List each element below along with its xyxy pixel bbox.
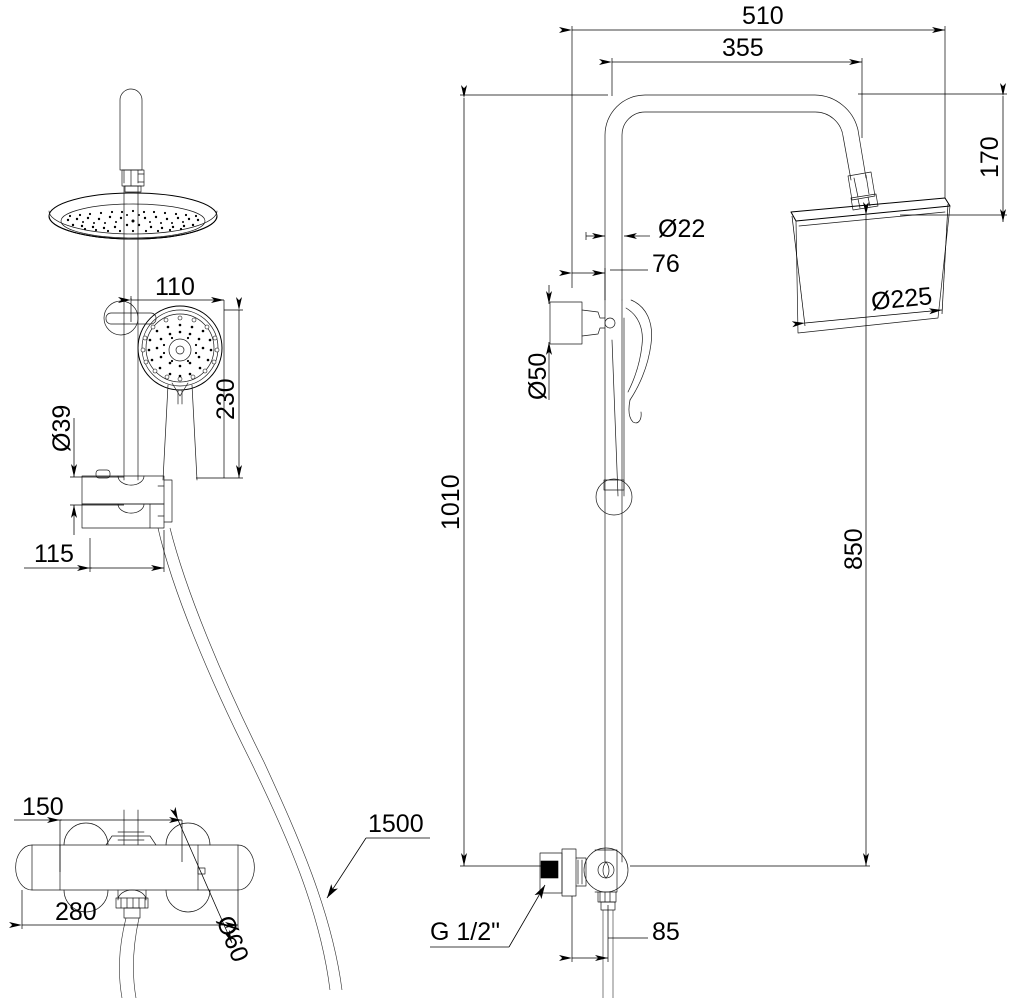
overhead-shower-head-front: [48, 192, 218, 240]
dim-850: 850: [630, 202, 870, 867]
dim-170: 170: [858, 83, 1007, 222]
hand-shower-front: [137, 305, 223, 481]
wall-mixer-side: [539, 847, 629, 998]
side-view-geometry: [539, 94, 951, 998]
dim-115: 115: [24, 530, 165, 572]
dim-dia225: Ø225: [791, 203, 949, 328]
dim-85-label: 85: [652, 918, 680, 946]
dim-510: 510: [559, 2, 946, 288]
dim-230: 230: [196, 297, 243, 479]
dim-dia60: Ø60: [170, 806, 254, 966]
riser-pipe-side: [604, 299, 623, 863]
dim-850-label: 850: [840, 528, 868, 570]
shower-arm-front: [119, 88, 143, 184]
dim-1010: 1010: [437, 85, 608, 867]
dim-115-label: 115: [34, 540, 74, 568]
dim-dia22-label: Ø22: [658, 215, 705, 243]
shower-hose-front: [157, 527, 343, 991]
arm-swivel-nut-front: [121, 169, 145, 193]
dim-76: 76: [559, 250, 680, 300]
dim-dia225-label: Ø225: [870, 282, 934, 316]
dim-dia50: Ø50: [524, 285, 552, 400]
callout-1500: 1500: [326, 810, 430, 899]
dim-170-label: 170: [976, 136, 1004, 178]
wall-mixer-front: [15, 809, 255, 998]
dim-280-label: 280: [55, 898, 97, 926]
riser-pipe-front: [123, 185, 139, 481]
dim-110: 110: [118, 273, 225, 478]
dim-280: 280: [9, 890, 239, 929]
dim-230-label: 230: [212, 378, 240, 420]
callout-1500-label: 1500: [368, 810, 424, 838]
dim-85: 85: [559, 896, 680, 962]
hand-shower-holder-front: [103, 300, 157, 336]
wall-bracket-side: [549, 301, 616, 345]
dim-76-label: 76: [652, 250, 680, 278]
dim-dia39: Ø39: [48, 405, 124, 535]
dim-355-label: 355: [722, 34, 764, 62]
dim-110-label: 110: [155, 273, 195, 301]
overhead-shower-head-side: [790, 197, 951, 334]
dim-dia39-label: Ø39: [48, 405, 76, 452]
dim-510-label: 510: [742, 2, 784, 30]
shower-arm-side: [604, 94, 867, 301]
dim-1010-label: 1010: [437, 474, 465, 530]
hand-shower-nozzles: [147, 323, 213, 378]
dim-150: 150: [14, 793, 183, 872]
mixer-valve-body-front: [81, 469, 173, 529]
callout-g-half-inch-label: G 1/2": [430, 918, 500, 946]
dim-150-label: 150: [22, 793, 64, 821]
callout-g-half-inch: G 1/2": [430, 884, 546, 948]
side-view-dimensions: 510 355 170 Ø22 76: [430, 2, 1007, 962]
hand-shower-side: [611, 299, 652, 497]
front-view-dimensions: 110 230 Ø39 115: [9, 273, 430, 966]
inlet-marker: [540, 860, 559, 879]
dim-dia22: Ø22: [585, 215, 705, 243]
dim-dia60-label: Ø60: [210, 912, 254, 966]
dim-355: 355: [599, 34, 863, 138]
nozzle-pattern-front: [66, 209, 200, 233]
rail-slider-side: [595, 478, 633, 516]
dim-dia50-label: Ø50: [524, 353, 552, 400]
